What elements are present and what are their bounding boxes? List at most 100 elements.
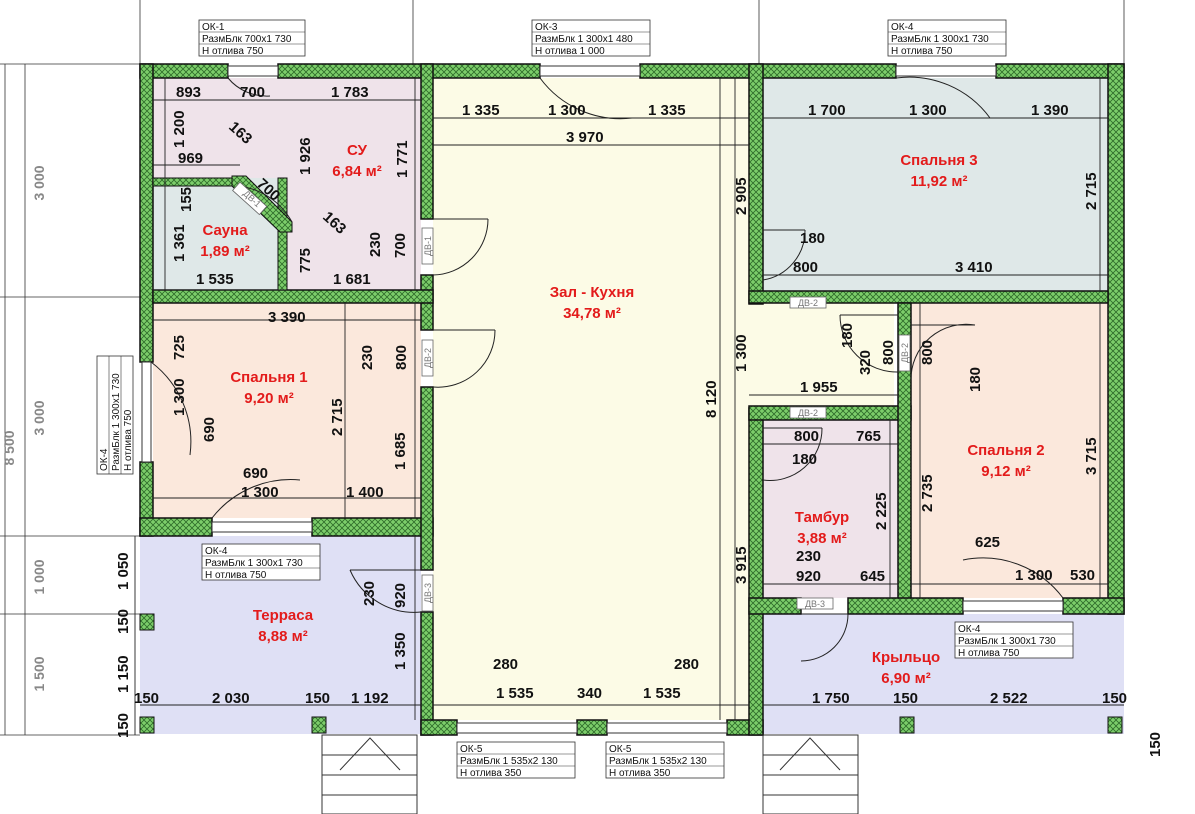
window-ok3-size: РазмБлк 1 300х1 480 <box>535 34 633 45</box>
dim-su-969: 969 <box>178 150 203 167</box>
dim-b3-1300: 1 300 <box>909 102 947 119</box>
window-ok4-right-sill: Н отлива 750 <box>958 648 1020 659</box>
room-area-terrace: 8,88 м² <box>258 628 307 645</box>
window-spec-ok1: ОК-1 РазмБлк 700х1 730 Н отлива 750 <box>198 19 306 57</box>
dim-bot-2522: 2 522 <box>990 690 1028 707</box>
terrace-stairs <box>321 734 418 814</box>
dim-zal-1300v: 1 300 <box>733 334 750 372</box>
room-name-su: СУ <box>347 142 368 159</box>
dim-hall-180: 180 <box>839 323 856 348</box>
dim-b1-690v: 690 <box>201 417 218 442</box>
dim-b2-530: 530 <box>1070 567 1095 584</box>
room-name-zal: Зал - Кухня <box>550 284 634 301</box>
dim-t-2225: 2 225 <box>873 492 890 530</box>
dim-bot-2030: 2 030 <box>212 690 250 707</box>
window-ok5-a-name: ОК-5 <box>460 744 483 755</box>
room-name-terrace: Терраса <box>253 607 314 624</box>
dimension-lines <box>134 78 1124 735</box>
window-ok4-terrace-sill: Н отлива 750 <box>205 570 267 581</box>
dim-sa-1535: 1 535 <box>196 271 234 288</box>
dim-b2-2735: 2 735 <box>919 474 936 512</box>
room-area-tambur: 3,88 м² <box>797 530 846 547</box>
dim-bot-150d: 150 <box>1102 690 1127 707</box>
dim-bot-150c: 150 <box>893 690 918 707</box>
room-name-tambur: Тамбур <box>795 509 849 526</box>
dim-t-765: 765 <box>856 428 881 445</box>
dim-zal-280a: 280 <box>493 656 518 673</box>
dim-b1-690h: 690 <box>243 465 268 482</box>
window-ok4-top-name: ОК-4 <box>891 22 914 33</box>
room-area-bedroom2: 9,12 м² <box>981 463 1030 480</box>
dim-b3-800: 800 <box>793 259 818 276</box>
room-name-porch: Крыльцо <box>872 649 940 666</box>
window-ok4-left-size: РазмБлк 1 300х1 730 <box>111 373 122 471</box>
dim-t-800: 800 <box>794 428 819 445</box>
dim-bot-150b: 150 <box>305 690 330 707</box>
dim-sa-1361: 1 361 <box>171 224 188 262</box>
dim-b1-230: 230 <box>359 345 376 370</box>
window-ok5-a-sill: Н отлива 350 <box>460 768 522 779</box>
room-name-bedroom2: Спальня 2 <box>967 442 1044 459</box>
dim-t-645: 645 <box>860 568 885 585</box>
dim-bot-1192: 1 192 <box>351 690 389 707</box>
window-ok3-name: ОК-3 <box>535 22 558 33</box>
window-ok1-sill: Н отлива 750 <box>202 46 264 57</box>
overall-dim-3000-top: 3 000 <box>31 165 47 200</box>
door-tag-dv3-porch: ДВ-3 <box>805 599 825 609</box>
dim-zal-3915: 3 915 <box>733 546 750 584</box>
dim-te-1350: 1 350 <box>392 632 409 670</box>
dim-t-920: 920 <box>796 568 821 585</box>
window-ok4-right-name: ОК-4 <box>958 624 981 635</box>
door-tag-dv2-bedroom1: ДВ-2 <box>423 348 433 368</box>
window-ok5-b-name: ОК-5 <box>609 744 632 755</box>
room-area-sauna: 1,89 м² <box>200 243 249 260</box>
window-ok4-terrace-name: ОК-4 <box>205 546 228 557</box>
room-area-su: 6,84 м² <box>332 163 381 180</box>
dimension-labels: 893 700 1 783 1 200 163 1 926 1 771 969 … <box>115 84 1164 757</box>
overall-dim-1500: 1 500 <box>31 656 47 691</box>
room-area-bedroom1: 9,20 м² <box>244 390 293 407</box>
dim-hall-800b: 800 <box>919 340 936 365</box>
door-swings <box>150 76 1064 662</box>
dim-b3-1390: 1 390 <box>1031 102 1069 119</box>
dim-te-1050: 1 050 <box>115 552 132 590</box>
door-tag-dv2-bedroom2: ДВ-2 <box>900 343 910 363</box>
dim-zal-8120: 8 120 <box>703 380 720 418</box>
room-labels: СУ 6,84 м² Сауна 1,89 м² Зал - Кухня 34,… <box>200 142 1044 687</box>
dim-su-700v: 700 <box>392 233 409 258</box>
window-ok4-top-size: РазмБлк 1 300х1 730 <box>891 34 989 45</box>
dim-b2-625: 625 <box>975 534 1000 551</box>
dim-su-700: 700 <box>240 84 265 101</box>
outer-dimension-lines <box>0 0 1125 736</box>
room-area-zal: 34,78 м² <box>563 305 621 322</box>
dim-zal-1535b: 1 535 <box>643 685 681 702</box>
dim-su-893: 893 <box>176 84 201 101</box>
window-ok4-left-sill: Н отлива 750 <box>123 409 134 471</box>
door-tag-dv1-su: ДВ-1 <box>423 236 433 256</box>
overall-dim-8500: 8 500 <box>1 430 17 465</box>
dim-b3-3410: 3 410 <box>955 259 993 276</box>
dim-t-180: 180 <box>792 451 817 468</box>
dim-t-230: 230 <box>796 548 821 565</box>
window-ok4-right-size: РазмБлк 1 300х1 730 <box>958 636 1056 647</box>
room-area-bedroom3: 11,92 м² <box>911 173 968 190</box>
dim-b1-1300h: 1 300 <box>241 484 279 501</box>
window-ok3-sill: Н отлива 1 000 <box>535 46 605 57</box>
porch-stairs <box>762 734 859 814</box>
room-name-bedroom3: Спальня 3 <box>900 152 977 169</box>
dim-zal-2905: 2 905 <box>733 177 750 215</box>
dim-b1-800: 800 <box>393 345 410 370</box>
door-tags: ДВ-1 ДВ-1 ДВ-2 ДВ-2 ДВ-2 ДВ-2 ДВ-3 ДВ-3 <box>232 181 911 612</box>
window-ok5-b-sill: Н отлива 350 <box>609 768 671 779</box>
window-ok4-terrace-size: РазмБлк 1 300х1 730 <box>205 558 303 569</box>
dim-zal-3970: 3 970 <box>566 129 604 146</box>
door-tag-dv2-tambur: ДВ-2 <box>798 408 818 418</box>
dim-zal-340: 340 <box>577 685 602 702</box>
dim-su-1771: 1 771 <box>394 140 411 178</box>
dim-su-1200: 1 200 <box>171 110 188 148</box>
dim-hall-320: 320 <box>857 350 874 375</box>
window-ok4-top-sill: Н отлива 750 <box>891 46 953 57</box>
dim-hall-180b: 180 <box>967 367 984 392</box>
dim-te-1150: 1 150 <box>115 655 132 693</box>
dim-su-1681: 1 681 <box>333 271 371 288</box>
